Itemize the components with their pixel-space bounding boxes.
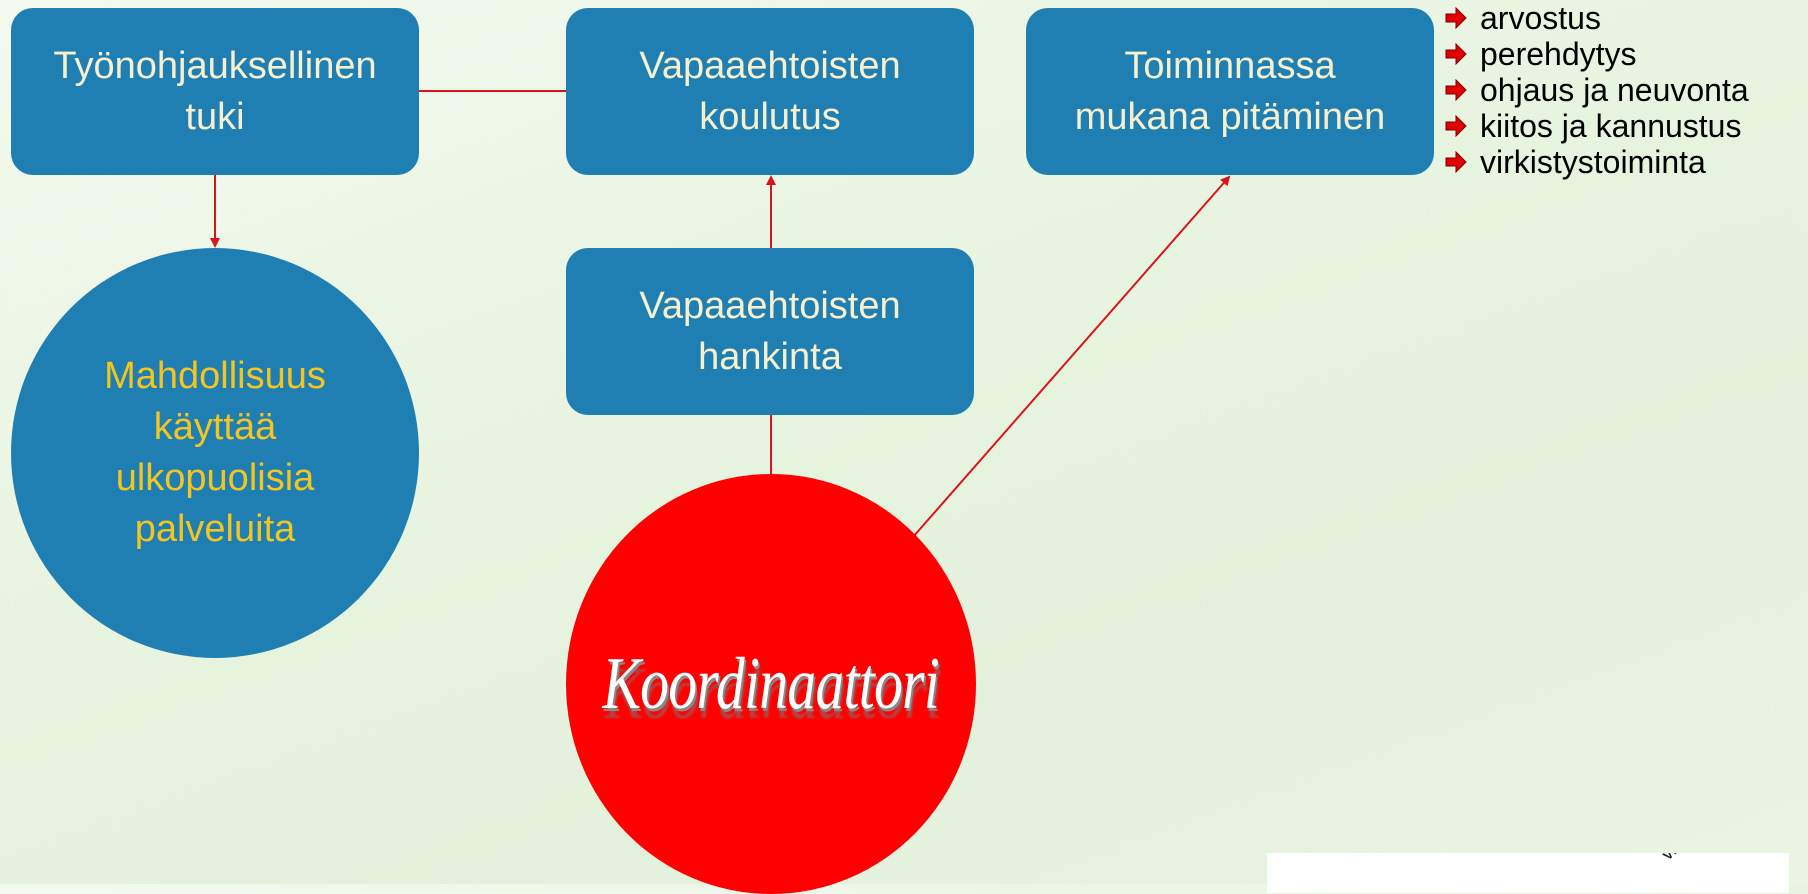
bullet-item-label: virkistystoiminta <box>1480 143 1706 180</box>
node-vapaaehtoisten-koulutus-label: Vapaaehtoisten koulutus <box>639 44 901 138</box>
bullet-item: kiitos ja kannustus <box>1445 108 1749 144</box>
node-toiminnassa-mukana-pitaminen-label: Toiminnassa mukana pitäminen <box>1074 44 1386 138</box>
bullet-item: arvostus <box>1445 0 1749 36</box>
right-arrow-icon <box>1445 79 1467 101</box>
node-toiminnassa-mukana-pitaminen: Toiminnassa mukana pitäminen <box>1026 8 1434 175</box>
node-koordinaattori-circle: Koordinaattori <box>566 474 976 894</box>
bullet-item: virkistystoiminta <box>1445 144 1749 180</box>
right-arrow-icon <box>1445 151 1467 173</box>
bullet-item: perehdytys <box>1445 36 1749 72</box>
node-vapaaehtoisten-koulutus: Vapaaehtoisten koulutus <box>566 8 974 175</box>
bullet-item-label: arvostus <box>1480 0 1601 36</box>
node-tyonohjauksellinen-tuki-label: Työnohjauksellinen tuki <box>53 44 377 138</box>
bullet-item-label: ohjaus ja neuvonta <box>1480 71 1749 108</box>
node-mahdollisuus-circle: Mahdollisuus käyttää ulkopuolisia palvel… <box>11 248 419 658</box>
bullet-item-label: kiitos ja kannustus <box>1480 107 1742 144</box>
logo-emblem: VAPAAEH <box>1660 853 1736 863</box>
node-tyonohjauksellinen-tuki: Työnohjauksellinen tuki <box>11 8 419 175</box>
bullet-item: ohjaus ja neuvonta <box>1445 72 1749 108</box>
bullet-item-label: perehdytys <box>1480 35 1637 72</box>
arrow-koordinaattori-to-toiminnassa <box>912 175 1231 538</box>
right-arrow-icon <box>1445 7 1467 29</box>
right-arrow-icon <box>1445 115 1467 137</box>
node-vapaaehtoisten-hankinta-label: Vapaaehtoisten hankinta <box>639 284 901 378</box>
node-mahdollisuus-label: Mahdollisuus käyttää ulkopuolisia palvel… <box>104 355 326 550</box>
node-vapaaehtoisten-hankinta: Vapaaehtoisten hankinta <box>566 248 974 415</box>
bullet-list: arvostus perehdytys ohjaus ja neuvonta k… <box>1445 0 1749 180</box>
svg-text:VAPAAEH: VAPAAEH <box>1660 853 1736 863</box>
right-arrow-icon <box>1445 43 1467 65</box>
logo-text: VAPAAEH <box>1660 853 1735 863</box>
logo-card: VAPAAEH <box>1267 853 1789 893</box>
node-koordinaattori-label: Koordinaattori <box>602 642 940 725</box>
